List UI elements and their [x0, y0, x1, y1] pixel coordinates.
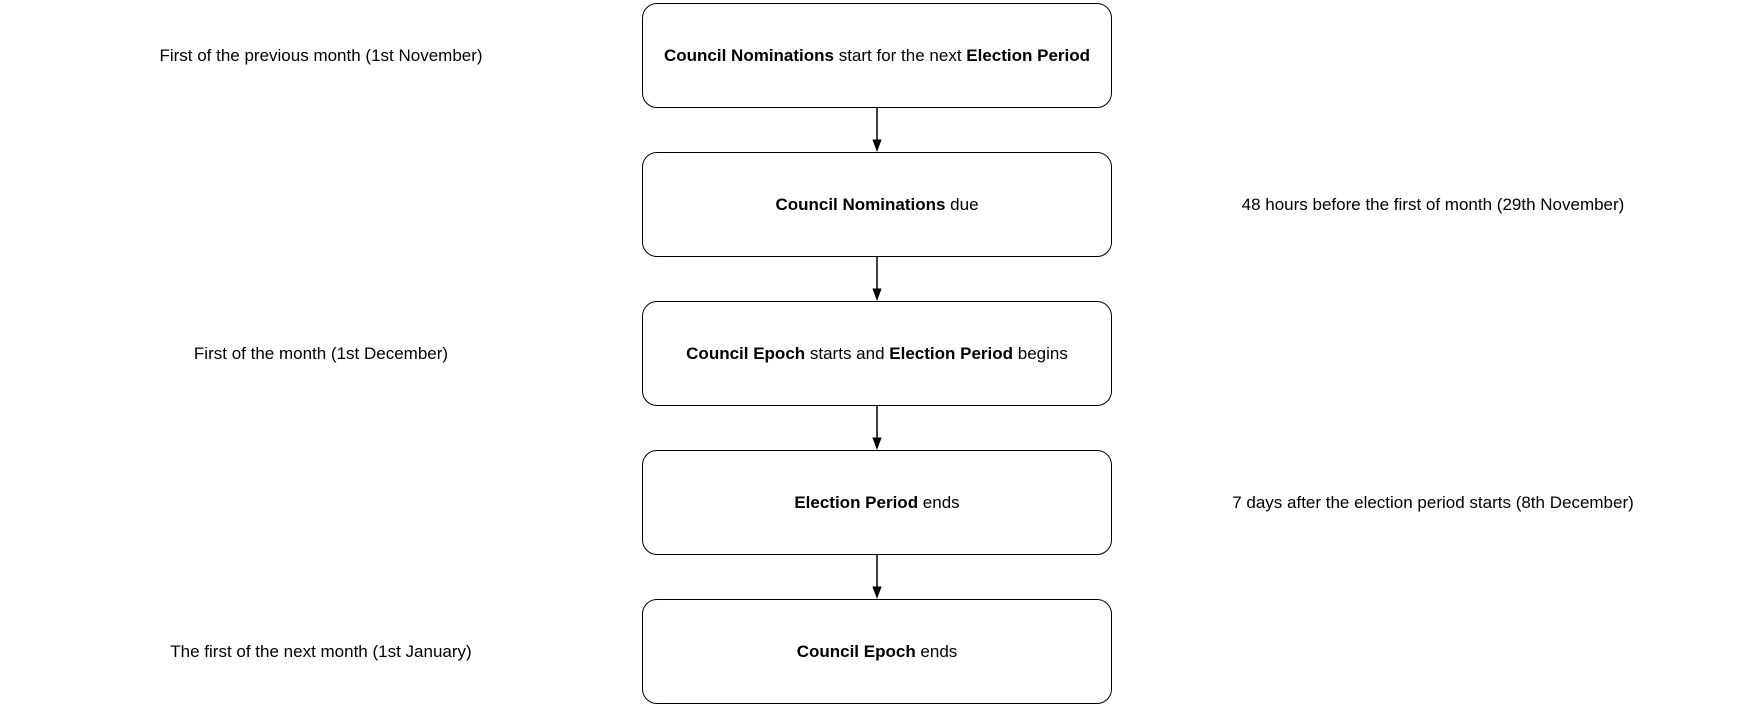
annotation-election-period-end-date: 7 days after the election period starts … — [1232, 492, 1634, 512]
node-label-council-epoch-starts: Council Epoch starts and Election Period… — [686, 343, 1068, 363]
arrow-down-icon — [872, 108, 882, 152]
node-council-nominations-start: Council Nominations start for the next E… — [642, 3, 1112, 108]
node-election-period-ends: Election Period ends — [642, 450, 1112, 555]
annotation-epoch-end-date: The first of the next month (1st January… — [170, 641, 472, 661]
node-council-epoch-starts: Council Epoch starts and Election Period… — [642, 301, 1112, 406]
node-label-election-period-ends: Election Period ends — [794, 492, 960, 512]
node-label-council-nominations-start: Council Nominations start for the next E… — [663, 45, 1091, 65]
arrow-down-icon — [872, 406, 882, 450]
annotation-epoch-start-date: First of the month (1st December) — [193, 343, 449, 363]
arrow-down-icon — [872, 555, 882, 599]
annotation-nominations-due-date: 48 hours before the first of month (29th… — [1241, 194, 1625, 214]
node-council-nominations-due: Council Nominations due — [642, 152, 1112, 257]
node-label-council-nominations-due: Council Nominations due — [775, 194, 979, 214]
node-council-epoch-ends: Council Epoch ends — [642, 599, 1112, 704]
node-label-council-epoch-ends: Council Epoch ends — [796, 641, 958, 661]
arrow-down-icon — [872, 257, 882, 301]
annotation-nominations-start-date: First of the previous month (1st Novembe… — [159, 45, 483, 65]
